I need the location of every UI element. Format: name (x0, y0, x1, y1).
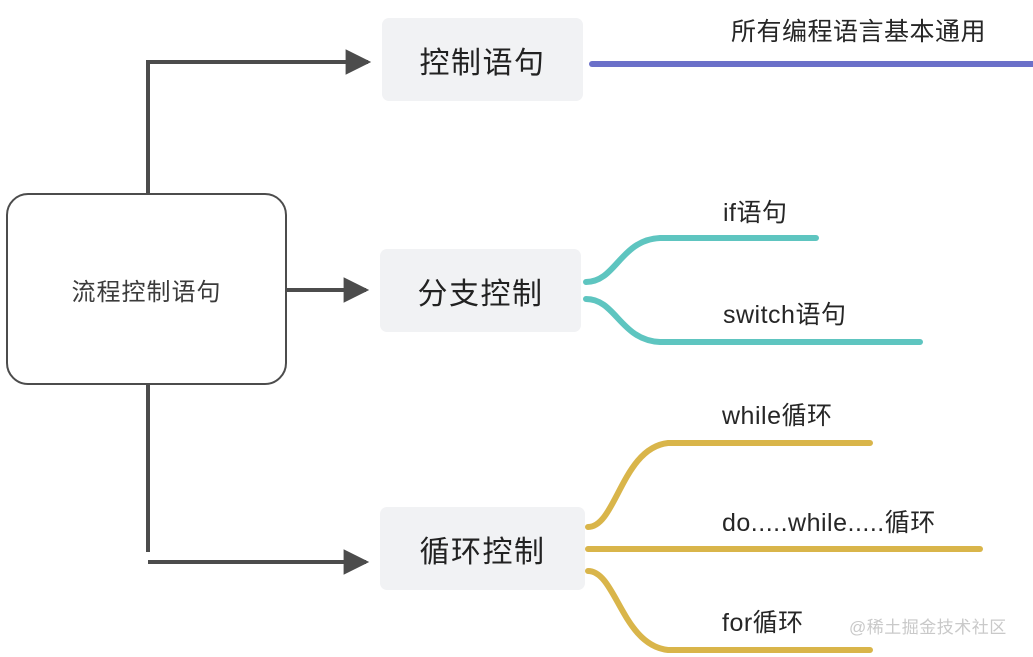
leaf-label-common: 所有编程语言基本通用 (731, 18, 987, 46)
branch-node-conditional-label: 分支控制 (417, 277, 544, 311)
leaf-label-switch: switch语句 (723, 301, 847, 329)
branch-node-loop[interactable]: 循环控制 (380, 507, 585, 590)
root-node-label: 流程控制语句 (71, 278, 222, 306)
accent-curve-for (585, 568, 873, 653)
accent-curve-while (585, 440, 873, 530)
accent-curve-if (583, 235, 819, 285)
watermark: @稀土掘金技术社区 (849, 618, 1007, 637)
root-node[interactable]: 流程控制语句 (6, 193, 287, 385)
branch-node-conditional[interactable]: 分支控制 (380, 249, 581, 332)
leaf-label-if: if语句 (723, 199, 788, 227)
branch-node-control[interactable]: 控制语句 (382, 18, 583, 101)
leaf-label-for: for循环 (722, 609, 804, 637)
leaf-label-do-while: do.....while.....循环 (722, 509, 936, 537)
branch-node-loop-label: 循环控制 (419, 535, 546, 569)
accent-curve-switch (583, 296, 923, 345)
leaf-label-while: while循环 (722, 402, 833, 430)
branch-node-control-label: 控制语句 (419, 46, 546, 80)
